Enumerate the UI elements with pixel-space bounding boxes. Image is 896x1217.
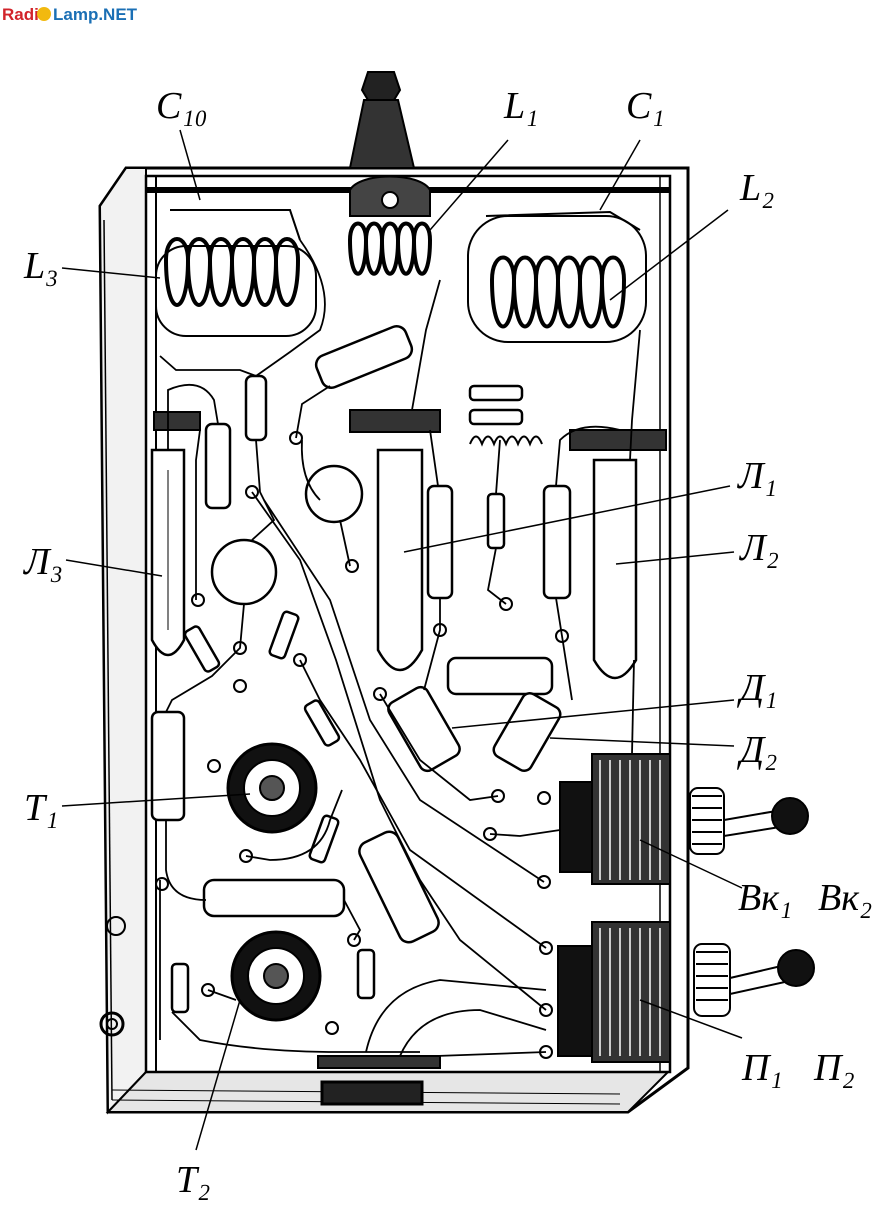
label-t2: Т₂ [176, 1159, 210, 1201]
label-lamp2: Л₂ [739, 527, 779, 569]
label-p2: П₂ [813, 1047, 855, 1089]
watermark-part1: Radi [2, 5, 39, 24]
label-d2: Д₂ [737, 729, 777, 771]
lamp-icon [37, 7, 51, 21]
label-c1: C₁ [626, 85, 665, 127]
label-t1: Т₁ [24, 787, 58, 829]
tube-l1 [376, 448, 424, 672]
coil-l2 [467, 210, 647, 343]
switch-vk [559, 753, 671, 885]
label-p1: П₁ [741, 1047, 783, 1089]
label-l2: L₂ [739, 167, 774, 209]
switch-p [557, 921, 671, 1063]
label-vk1: Вк₁ [738, 877, 792, 919]
watermark-part2: Lamp.NET [53, 5, 138, 24]
wiring [159, 239, 641, 1057]
tube-l3 [150, 448, 186, 657]
label-lamp1: Л₁ [737, 455, 777, 497]
label-vk2: Вк₂ [818, 877, 872, 919]
transformer-t2 [230, 930, 322, 1022]
label-c10: C₁₀ [156, 85, 208, 127]
label-l3: L₃ [23, 245, 58, 287]
small-coil [469, 435, 543, 447]
toggle-p [693, 943, 815, 1017]
labels: C₁₀ L₁ C₁ L₂ L₃ Л₃ Л₁ Л₂ Д₁ Д₂ Т₁ Т₂ Вк₁… [23, 85, 872, 1201]
coil-l1 [348, 221, 433, 276]
toggle-vk [689, 787, 809, 855]
components [150, 325, 572, 1014]
watermark: Radi Lamp.NET [2, 5, 138, 24]
leader-lines [61, 129, 743, 1151]
antenna-connector [348, 71, 431, 217]
terminal-strips [153, 409, 667, 451]
transformer-t1 [226, 742, 318, 834]
label-d1: Д₁ [737, 667, 777, 709]
disc-capacitors [210, 464, 364, 606]
tube-l2 [592, 458, 638, 680]
label-lamp3: Л₃ [23, 541, 63, 583]
label-l1: L₁ [503, 85, 538, 127]
coil-l3 [155, 209, 317, 337]
